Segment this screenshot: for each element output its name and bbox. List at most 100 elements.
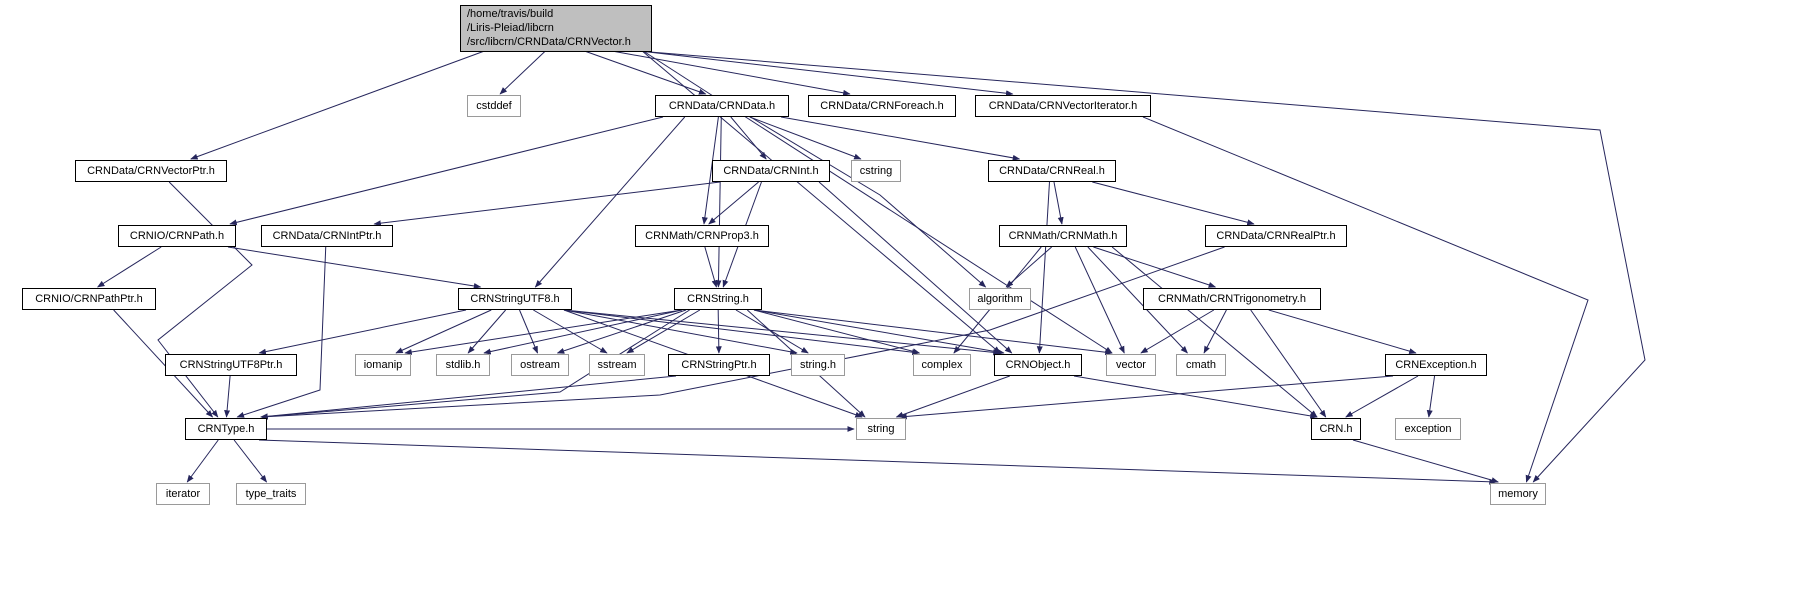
include-edge-crndata_h-to-crnreal_h — [780, 116, 1021, 161]
include-edge-crnexception_h-to-exception — [1426, 375, 1436, 418]
node-label: type_traits — [245, 487, 297, 500]
node-string: string — [856, 418, 906, 440]
node-crnstringutf8_h[interactable]: CRNStringUTF8.h — [458, 288, 572, 310]
node-crnstringptr_h[interactable]: CRNStringPtr.h — [668, 354, 770, 376]
node-label: complex — [921, 358, 963, 371]
include-edge-crntrigonometry_h-to-crnexception_h — [1268, 309, 1417, 354]
node-crnpathptr_h[interactable]: CRNIO/CRNPathPtr.h — [22, 288, 156, 310]
node-label: iterator — [165, 487, 201, 500]
include-edge-vector_h-to-memory — [643, 51, 1646, 483]
node-crnstringutf8ptr_h[interactable]: CRNStringUTF8Ptr.h — [165, 354, 297, 376]
include-edge-vector_h-to-crnvectorptr_h — [190, 51, 484, 160]
include-edge-crnintptr_h-to-crntype_h — [236, 246, 327, 418]
node-vector_h: /home/travis/build /Liris-Pleiad/libcrn … — [460, 4, 652, 52]
node-crntype_h[interactable]: CRNType.h — [185, 418, 267, 440]
node-crnobject_h[interactable]: CRNObject.h — [994, 354, 1082, 376]
node-crnint_h[interactable]: CRNData/CRNInt.h — [712, 160, 830, 182]
include-edge-crnmath_h-to-crntrigonometry_h — [1093, 246, 1217, 288]
include-edge-vector_h-to-crnvectoriterator_h — [643, 51, 1014, 97]
include-edge-crnstringptr_h-to-crntype_h — [260, 375, 677, 420]
node-crnforeach_h[interactable]: CRNData/CRNForeach.h — [808, 95, 956, 117]
include-edge-crndata_h-to-cstring — [749, 116, 862, 160]
include-edge-crndata_h-to-crnstringutf8_h — [534, 116, 686, 288]
include-edge-crntrigonometry_h-to-vector — [1140, 309, 1215, 354]
include-edge-vector_h-to-cstddef — [499, 51, 546, 95]
include-edge-crndata_h-to-crnint_h — [730, 116, 767, 160]
node-crnvectoriterator_h[interactable]: CRNData/CRNVectorIterator.h — [975, 95, 1151, 117]
node-label: CRNData/CRNForeach.h — [820, 99, 944, 112]
node-sstream: sstream — [589, 354, 645, 376]
node-crnmath_h[interactable]: CRNMath/CRNMath.h — [999, 225, 1127, 247]
node-crntrigonometry_h[interactable]: CRNMath/CRNTrigonometry.h — [1143, 288, 1321, 310]
include-edge-crn_h-to-memory — [1352, 439, 1499, 484]
include-edge-crnvectoriterator_h-to-memory — [1142, 116, 1589, 483]
node-crnstring_h[interactable]: CRNString.h — [674, 288, 762, 310]
node-crnrealptr_h[interactable]: CRNData/CRNRealPtr.h — [1205, 225, 1347, 247]
node-label: CRNIO/CRNPath.h — [129, 229, 225, 242]
include-edge-crnreal_h-to-crnrealptr_h — [1092, 181, 1255, 226]
include-edge-crnstring_h-to-crnstringptr_h — [715, 309, 722, 354]
node-crnvectorptr_h[interactable]: CRNData/CRNVectorPtr.h — [75, 160, 227, 182]
node-crn_h[interactable]: CRN.h — [1311, 418, 1361, 440]
node-label: CRNType.h — [197, 422, 255, 435]
node-crnpath_h[interactable]: CRNIO/CRNPath.h — [118, 225, 236, 247]
include-edge-crnstring_h-to-vector — [753, 309, 1113, 356]
include-edge-crnstring_h-to-stdlib_h — [483, 309, 683, 355]
node-label: stdlib.h — [445, 358, 481, 371]
node-label: cstddef — [476, 99, 512, 112]
node-crnprop3_h[interactable]: CRNMath/CRNProp3.h — [635, 225, 769, 247]
node-stdlib_h: stdlib.h — [436, 354, 490, 376]
include-edge-crntrigonometry_h-to-crn_h — [1250, 309, 1327, 418]
include-edge-crnint_h-to-crnprop3_h — [708, 181, 759, 225]
node-label: iomanip — [363, 358, 403, 371]
node-label: memory — [1498, 487, 1538, 500]
include-edge-crnstring_h-to-string_h — [735, 309, 809, 354]
include-edge-crnstring_h-to-complex — [753, 309, 921, 355]
include-edge-crnstringutf8_h-to-iomanip — [395, 309, 492, 354]
include-edge-crnstring_h-to-crntype_h — [260, 309, 690, 420]
include-edge-crnmath_h-to-vector — [1074, 246, 1125, 354]
include-edge-crnint_h-to-crnobject_h — [818, 181, 1013, 354]
include-edge-crndata_h-to-crnstring_h — [715, 116, 722, 288]
include-edge-crnstringutf8ptr_h-to-crntype_h — [224, 375, 231, 418]
node-label: string.h — [799, 358, 837, 371]
node-string_h: string.h — [791, 354, 845, 376]
node-label: exception — [1404, 422, 1452, 435]
node-complex: complex — [913, 354, 971, 376]
include-edge-crnobject_h-to-string — [895, 375, 1010, 418]
include-edge-crnstringutf8_h-to-string_h — [563, 309, 798, 355]
node-crndata_h[interactable]: CRNData/CRNData.h — [655, 95, 789, 117]
include-edge-crnpathptr_h-to-crntype_h — [113, 309, 214, 418]
node-label: sstream — [597, 358, 637, 371]
node-crnintptr_h[interactable]: CRNData/CRNIntPtr.h — [261, 225, 393, 247]
node-ostream: ostream — [511, 354, 569, 376]
node-label: CRN.h — [1319, 422, 1353, 435]
include-edge-crntype_h-to-iterator — [186, 439, 219, 483]
node-vector: vector — [1106, 354, 1156, 376]
node-crnexception_h[interactable]: CRNException.h — [1385, 354, 1487, 376]
node-label: ostream — [520, 358, 560, 371]
include-edge-crnstringutf8_h-to-complex — [563, 309, 920, 356]
include-edge-vector_h-to-crndata_h — [585, 51, 707, 95]
node-exception: exception — [1395, 418, 1461, 440]
include-edge-crntrigonometry_h-to-cmath — [1203, 309, 1227, 354]
include-edge-crnpath_h-to-crnstringutf8_h — [227, 246, 482, 289]
include-edge-crnint_h-to-crnintptr_h — [373, 181, 721, 227]
include-edge-crnstring_h-to-sstream — [626, 309, 701, 354]
node-label: algorithm — [977, 292, 1023, 305]
include-edge-crntype_h-to-memory — [258, 439, 1497, 485]
node-crnreal_h[interactable]: CRNData/CRNReal.h — [988, 160, 1116, 182]
node-label: CRNData/CRNRealPtr.h — [1216, 229, 1336, 242]
node-label: vector — [1116, 358, 1146, 371]
node-iomanip: iomanip — [355, 354, 411, 376]
node-label: CRNStringUTF8Ptr.h — [179, 358, 283, 371]
node-memory: memory — [1490, 483, 1546, 505]
include-edge-crnpath_h-to-crnpathptr_h — [97, 246, 162, 288]
node-label: CRNData/CRNVectorIterator.h — [988, 99, 1138, 112]
node-cstddef: cstddef — [467, 95, 521, 117]
node-cstring: cstring — [851, 160, 901, 182]
include-edge-crndata_h-to-crnprop3_h — [701, 116, 719, 225]
include-edge-crnobject_h-to-crn_h — [1073, 375, 1318, 419]
